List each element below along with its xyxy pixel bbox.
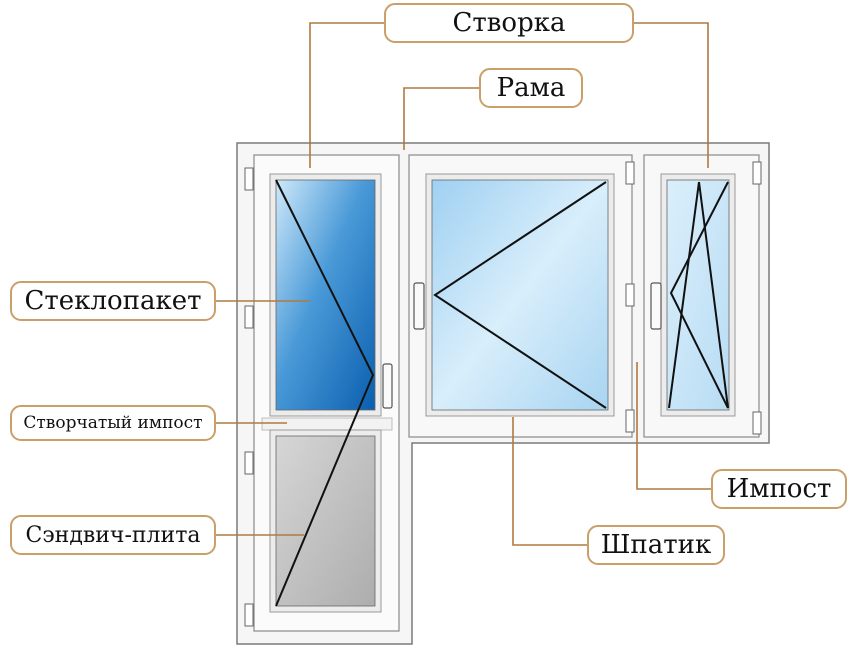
callout-line-rama	[403, 87, 480, 150]
callout-line-shpatik	[512, 417, 588, 546]
middle-glass	[431, 179, 609, 411]
callout-line-stvorka-right	[633, 22, 709, 168]
right-opening-lines-b	[668, 181, 700, 409]
hinge	[244, 451, 254, 475]
label-steklopaket: Стеклопакет	[10, 281, 216, 321]
callout-line-stvorka	[309, 22, 385, 168]
hinge	[244, 603, 254, 627]
callout-line-impost	[636, 362, 712, 490]
hinge	[625, 409, 635, 433]
hinge	[625, 161, 635, 185]
hinge	[752, 161, 762, 185]
middle-opening-lines	[433, 181, 607, 409]
label-stvorchaty-impost: Створчатый импост	[10, 405, 216, 441]
right-opening-lines-c	[669, 181, 729, 409]
middle-handle	[413, 282, 425, 330]
right-opening-lines-a	[698, 181, 729, 409]
hinge	[244, 305, 254, 329]
label-rama: Рама	[479, 68, 583, 108]
sash-impost	[261, 417, 393, 431]
right-glass	[666, 179, 730, 411]
door-handle	[382, 363, 393, 409]
hinge	[752, 411, 762, 435]
door-glass	[275, 179, 376, 411]
right-handle	[650, 282, 662, 330]
callout-lines	[215, 22, 712, 546]
hinge	[625, 283, 635, 307]
label-stvorka: Створка	[384, 3, 634, 43]
sandwich-panel	[275, 435, 376, 607]
label-sendvich-plita: Сэндвич-плита	[10, 515, 216, 555]
door-opening-lines	[275, 179, 375, 607]
label-impost: Импост	[711, 469, 847, 509]
hinge	[244, 167, 254, 191]
label-shpatik: Шпатик	[587, 525, 725, 565]
